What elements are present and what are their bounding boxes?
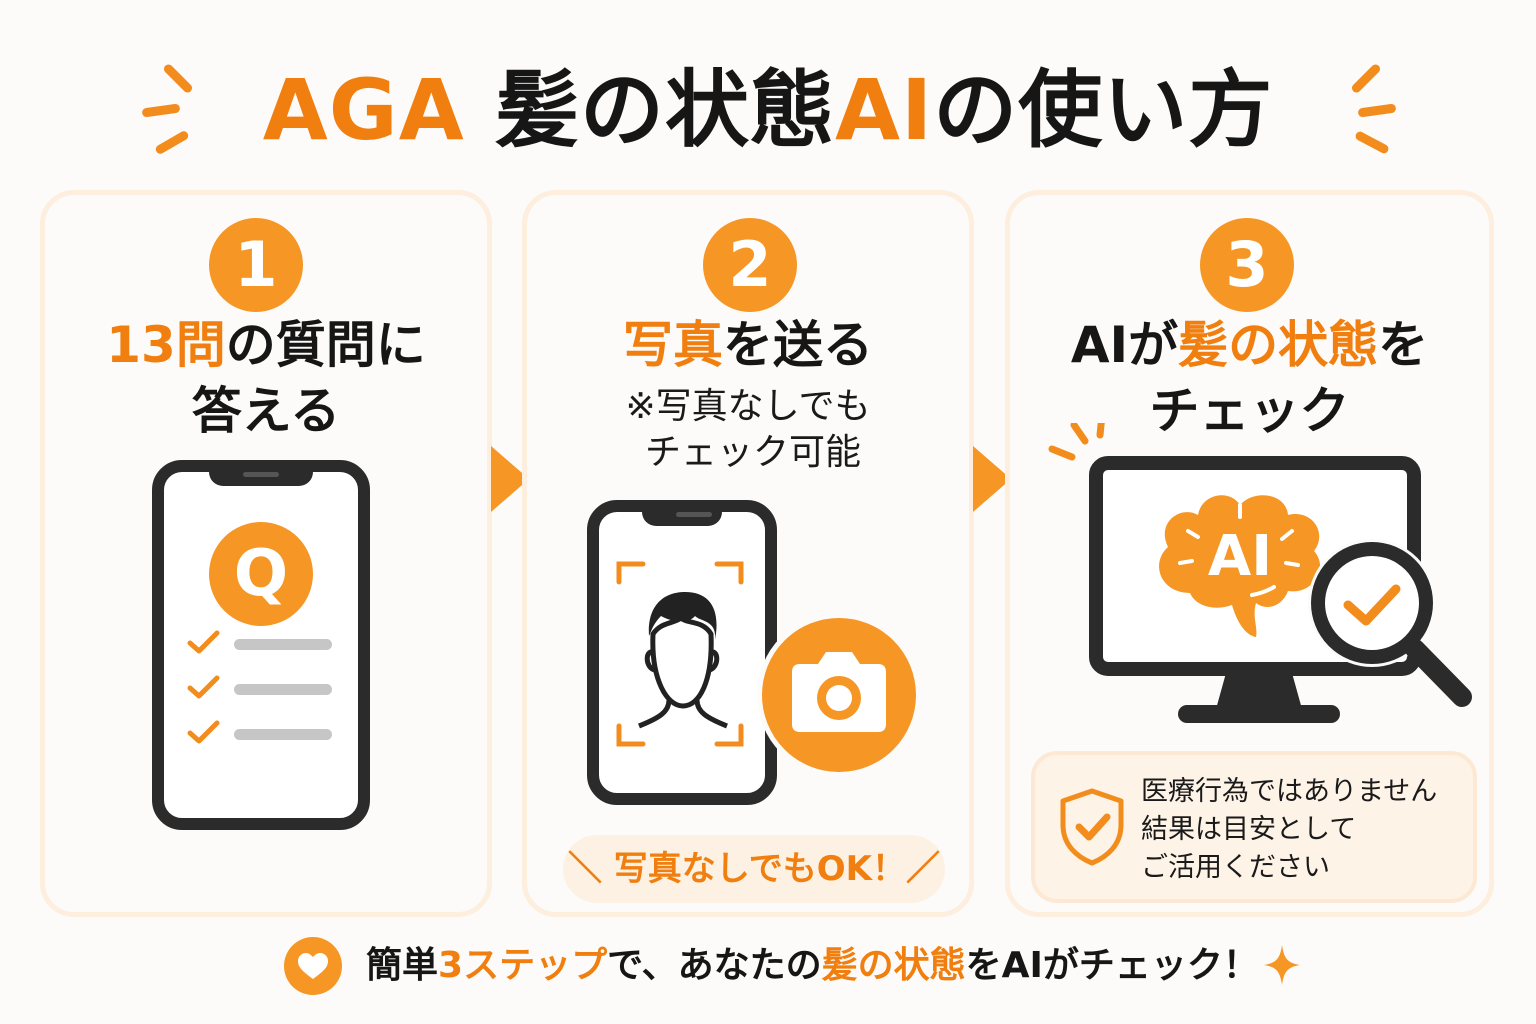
footer-text: 簡単3ステップで、あなたの髪の状態をAIがチェック！	[366, 941, 1259, 991]
camera-button	[757, 613, 921, 777]
step-card-2: 2 写真を送る ※写真なしでも チェック可能 ＼ 写真なしでもOK	[522, 190, 974, 917]
step-2-note-line1: ※写真なしでも	[625, 386, 871, 427]
step-2-heading-accent: 写真	[623, 316, 723, 374]
disclaimer-line2: 結果は目安として	[1141, 814, 1357, 845]
disclaimer-notice: 医療行為ではありません 結果は目安として ご活用ください	[1031, 751, 1477, 903]
brain-icon	[1159, 495, 1321, 637]
step-2-heading-rest: を送る	[723, 316, 873, 374]
title-hair-state: 髪の状態	[494, 61, 835, 159]
phone-questionnaire-illustration: Q	[152, 460, 370, 830]
checklist-item	[186, 672, 346, 702]
heart-badge	[284, 937, 342, 995]
step-1-heading-line2: 答える	[191, 382, 341, 440]
step-1-heading: 13問の質問に	[45, 313, 487, 377]
step-1-heading-rest: の質問に	[225, 316, 426, 374]
title-burst-right-icon	[1336, 62, 1406, 162]
check-icon	[187, 675, 220, 699]
checklist-line	[234, 684, 332, 695]
check-icon	[187, 630, 220, 654]
step-3-heading-pre: AIが	[1070, 316, 1179, 374]
disclaimer-line3: ご活用ください	[1141, 852, 1330, 883]
title-ai: AI	[834, 61, 934, 159]
step-3-heading-post: を	[1378, 316, 1429, 374]
checklist-line	[234, 729, 332, 740]
step-card-1: 1 13問の質問に 答える Q	[40, 190, 492, 917]
shield-check-icon	[1060, 788, 1124, 866]
camera-icon	[792, 652, 886, 732]
disclaimer-text: 医療行為ではありません 結果は目安として ご活用ください	[1141, 773, 1437, 887]
spark-icon	[1048, 423, 1105, 461]
footer-part4: 髪の状態	[821, 945, 966, 986]
step-3-heading-line2: チェック	[1149, 382, 1350, 440]
step-2-heading: 写真を送る	[527, 313, 969, 377]
magnifier-check-icon	[1308, 539, 1472, 707]
arrow-right-icon	[973, 446, 1011, 512]
footer-part1: 簡単	[366, 945, 439, 986]
step-number-badge: 1	[209, 218, 303, 312]
title-usage: の使い方	[933, 61, 1274, 159]
face-scan-icon	[616, 561, 744, 747]
checklist-item	[186, 717, 346, 747]
step-3-heading-accent: 髪の状態	[1178, 316, 1379, 374]
disclaimer-line1: 医療行為ではありません	[1141, 776, 1438, 807]
checklist-item	[186, 627, 346, 657]
question-badge-icon: Q	[209, 522, 313, 626]
footer-part2: 3ステップ	[438, 945, 608, 986]
title-aga: AGA	[262, 61, 465, 159]
check-icon	[187, 720, 220, 744]
brain-ai-label: AI	[1208, 524, 1272, 589]
step-3-heading: AIが髪の状態を	[1010, 313, 1489, 377]
step-2-note-line2: チェック可能	[644, 432, 861, 473]
step-number-badge: 2	[703, 218, 797, 312]
phone-face-scan-illustration	[587, 500, 777, 805]
footer-tagline: 簡単3ステップで、あなたの髪の状態をAIがチェック！	[0, 935, 1536, 995]
phone-notch	[209, 470, 313, 486]
step-card-3: 3 AIが髪の状態を チェック AI	[1005, 190, 1494, 917]
heart-icon	[298, 953, 328, 979]
footer-part5: をAIがチェック！	[965, 945, 1259, 986]
photo-optional-badge: ＼ 写真なしでもOK！／	[563, 835, 945, 903]
step-number-badge: 3	[1200, 218, 1294, 312]
phone-notch	[642, 510, 722, 526]
step-1-heading-accent: 13問	[106, 316, 226, 374]
page-title: AGA 髪の状態AIの使い方	[0, 50, 1536, 170]
footer-part3: で、あなたの	[607, 945, 822, 986]
checklist-line	[234, 639, 332, 650]
monitor-ai-brain-illustration: AI	[1048, 423, 1472, 723]
sparkle-icon	[1264, 945, 1300, 985]
